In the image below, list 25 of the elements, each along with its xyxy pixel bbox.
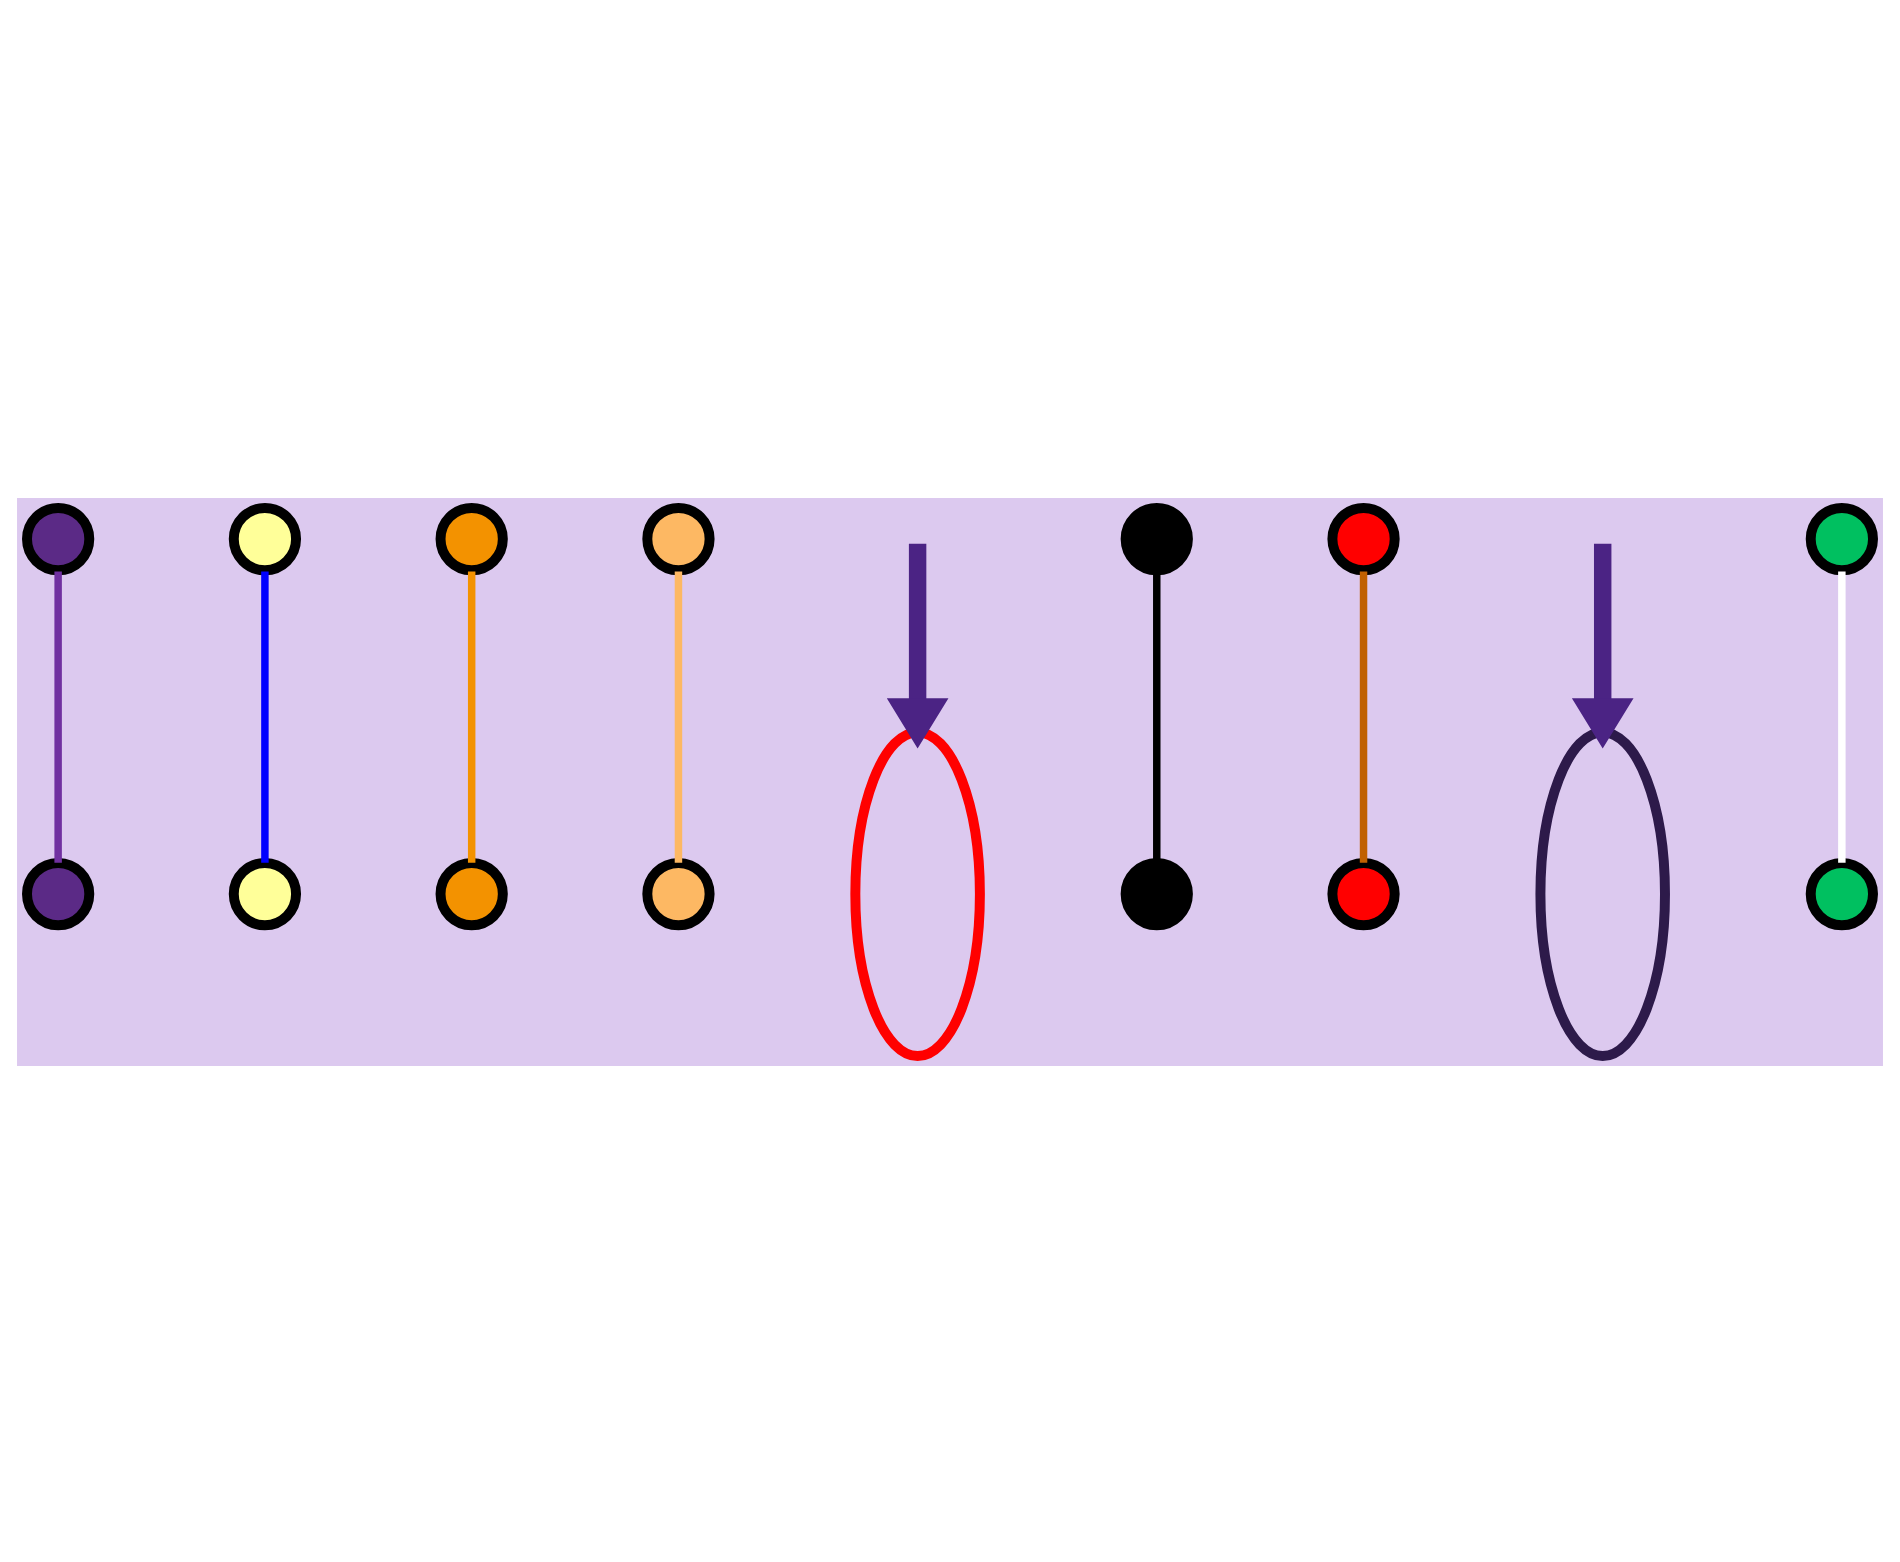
node-ellipse: [1535, 726, 1670, 1060]
arrow: [886, 542, 949, 748]
node-circle: [435, 501, 508, 575]
arrow: [1571, 542, 1634, 748]
node-circle: [435, 857, 508, 930]
node-circle: [228, 501, 302, 575]
node-circle: [642, 857, 715, 930]
node-circle: [22, 857, 95, 930]
node-circle: [1805, 857, 1878, 930]
node-ellipse: [850, 726, 985, 1060]
connector: [261, 570, 269, 862]
node-circle: [1120, 501, 1193, 575]
connector: [1838, 570, 1846, 862]
connector: [1153, 570, 1161, 862]
node-circle: [1805, 501, 1878, 575]
connector: [1359, 570, 1368, 862]
node-circle: [1327, 857, 1400, 930]
node-circle: [22, 501, 95, 575]
connector: [54, 570, 62, 862]
node-circle: [1120, 857, 1193, 930]
connector: [674, 570, 683, 862]
node-circle: [642, 501, 715, 575]
node-circle: [228, 857, 302, 930]
node-circle: [1327, 501, 1400, 575]
connector: [467, 570, 476, 862]
